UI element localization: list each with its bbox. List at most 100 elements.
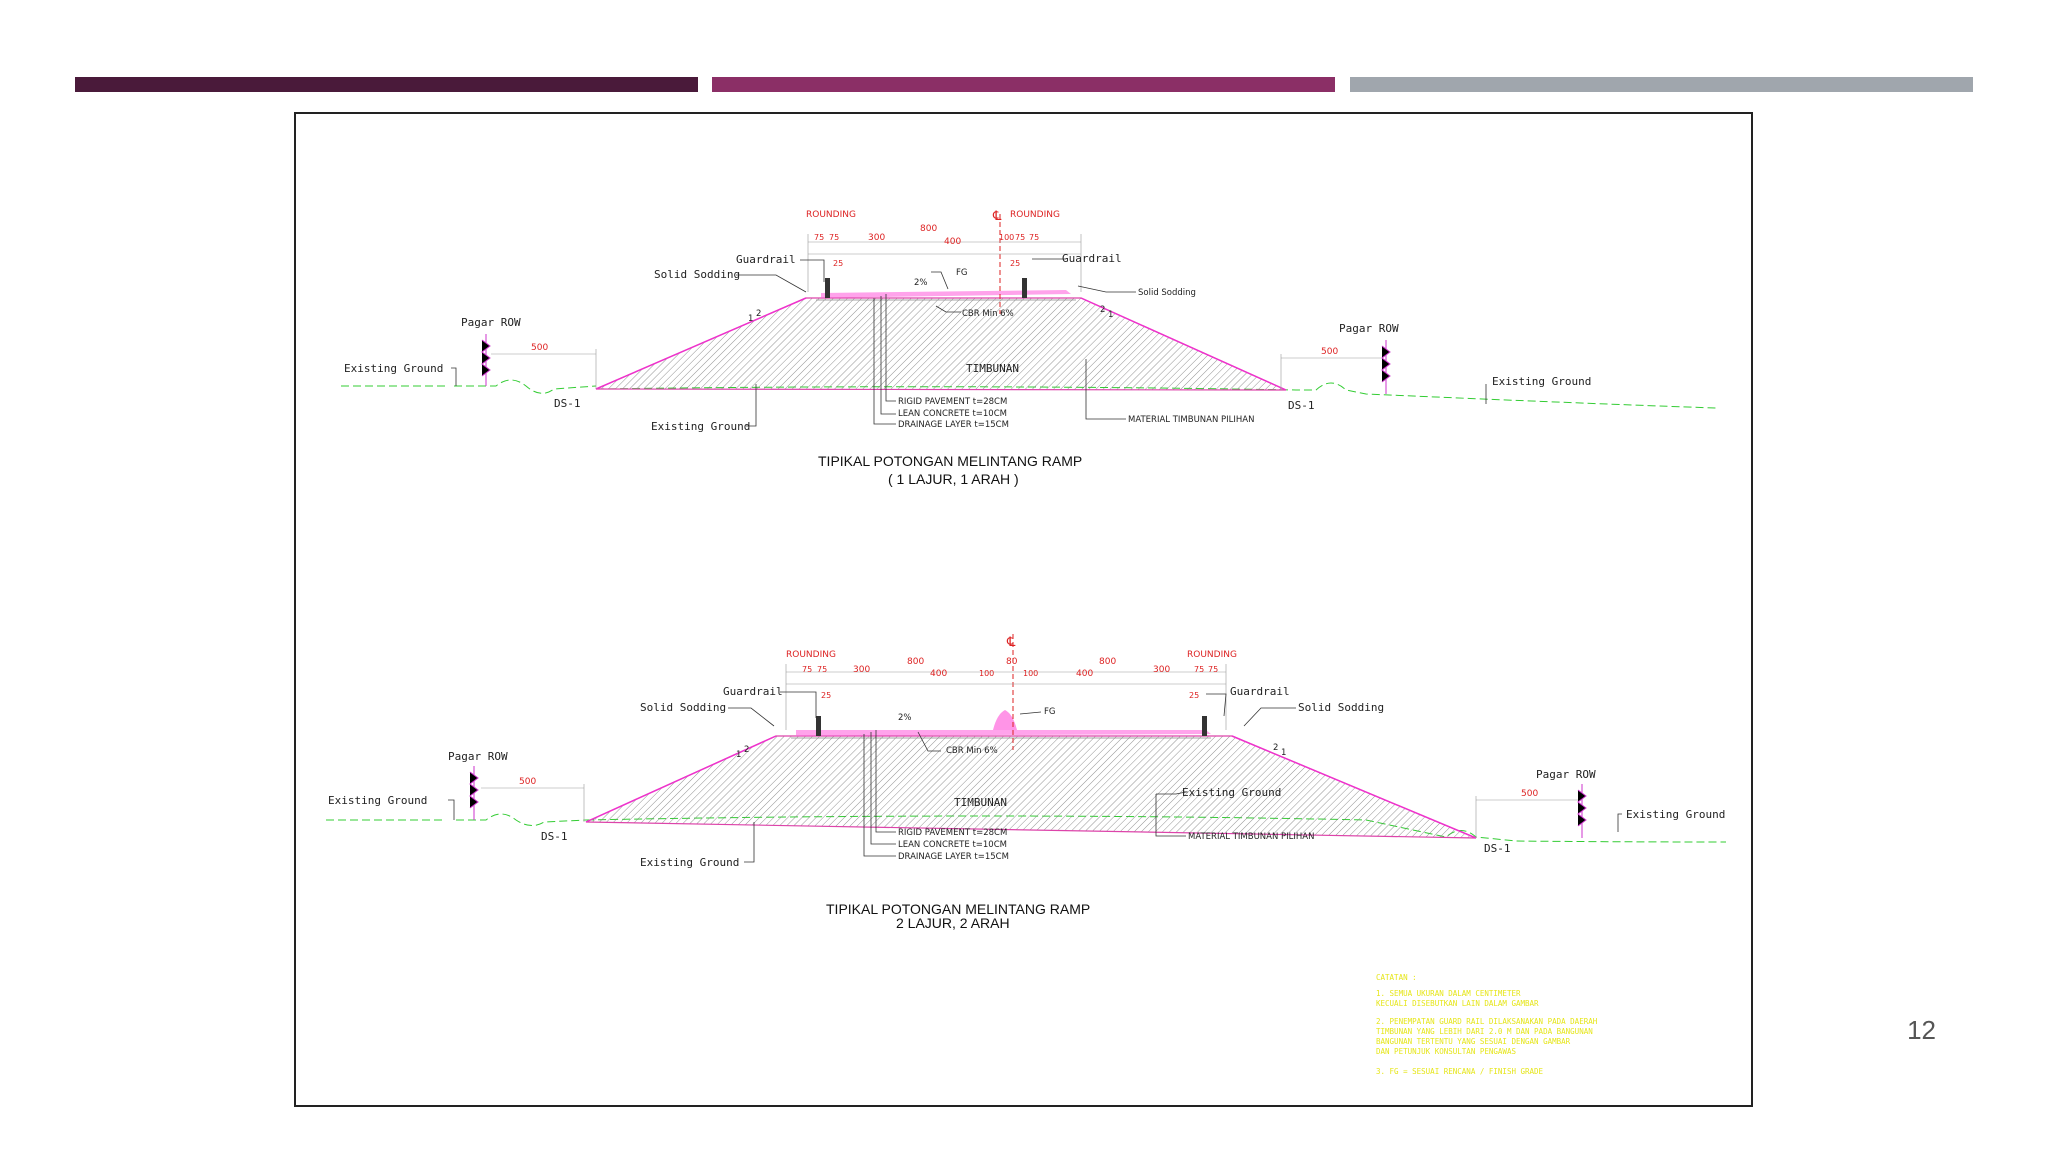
leader-lines (451, 258, 1487, 427)
slope-2pct: 2% (914, 278, 928, 288)
rounding-label-left: ROUNDING (806, 210, 856, 220)
ds1-label-left: DS-1 (541, 830, 568, 843)
dim-300-left: 300 (853, 665, 870, 675)
existing-ground-label-bottom: Existing Ground (651, 420, 750, 433)
ds1-label-right: DS-1 (1288, 399, 1315, 412)
pavement-layers (796, 730, 1211, 736)
rounding-label-right: ROUNDING (1010, 210, 1060, 220)
accent-bar-dark (75, 77, 698, 92)
ds1-label-left: DS-1 (554, 397, 581, 410)
rounding-label-left: ROUNDING (786, 650, 836, 660)
dim-75c: 75 (1194, 665, 1204, 674)
pagar-row-label-left: Pagar ROW (448, 750, 508, 763)
bottom-section-title-line1: TIPIKAL POTONGAN MELINTANG RAMP (826, 901, 1090, 917)
cross-section-drawing: ROUNDING ROUNDING ℄ 800 300 400 75 75 10… (326, 209, 1727, 1076)
dim-400: 400 (944, 237, 961, 247)
pagar-row-fence-left (481, 334, 491, 386)
fg-label: FG (956, 268, 967, 278)
right-slope (1080, 297, 1287, 391)
top-cross-section: ROUNDING ROUNDING ℄ 800 300 400 75 75 10… (341, 209, 1717, 487)
notes-line6: DAN PETUNJUK KONSULTAN PENGAWAS (1376, 1047, 1516, 1056)
dim-75b: 75 (829, 233, 839, 242)
dim-75a: 75 (814, 233, 824, 242)
solid-sodding-label-right: Solid Sodding (1298, 701, 1384, 714)
median-barrier (993, 710, 1017, 730)
ground-line-left (341, 379, 597, 394)
notes-heading: CATATAN : (1376, 973, 1417, 982)
pagar-row-fence-right (1381, 340, 1391, 394)
existing-ground-label-bottom: Existing Ground (640, 856, 739, 869)
bottom-cross-section: ROUNDING ROUNDING ℄ 80 800 800 300 300 4… (326, 634, 1727, 931)
existing-ground-label-left: Existing Ground (344, 362, 443, 375)
slope-ratio-right-v: 2 (1100, 305, 1105, 315)
rounding-label-right: ROUNDING (1187, 650, 1237, 660)
existing-ground-label-right: Existing Ground (1492, 375, 1591, 388)
ground-line-left (326, 813, 587, 826)
rigid-pavement-label: RIGID PAVEMENT t=28CM (898, 397, 1007, 407)
dim-100: 100 (999, 233, 1014, 242)
cbr-label: CBR Min 6% (946, 746, 998, 756)
slope-ratio-left-h: 1 (736, 750, 741, 760)
dim-25-right: 25 (1010, 259, 1020, 268)
dim-800-right: 800 (1099, 657, 1116, 667)
dim-500-right: 500 (1321, 347, 1338, 357)
slope-ratio-left-h: 1 (748, 314, 753, 324)
accent-bar-gray (1350, 77, 1973, 92)
fg-label: FG (1044, 707, 1055, 717)
guardrail-label-right: Guardrail (1062, 252, 1122, 265)
solid-sodding-label-left: Solid Sodding (640, 701, 726, 714)
solid-sodding-label-right: Solid Sodding (1138, 288, 1196, 298)
notes-line2: KECUALI DISEBUTKAN LAIN DALAM GAMBAR (1376, 999, 1539, 1008)
notes-line1: 1. SEMUA UKURAN DALAM CENTIMETER (1376, 989, 1521, 998)
guardrail-label-right: Guardrail (1230, 685, 1290, 698)
centerline-symbol: ℄ (992, 209, 1002, 224)
dim-400-right: 400 (1076, 669, 1093, 679)
guardrail-label-left: Guardrail (723, 685, 783, 698)
notes-block: CATATAN : 1. SEMUA UKURAN DALAM CENTIMET… (1376, 973, 1598, 1076)
dim-25-right: 25 (1189, 691, 1199, 700)
existing-ground-label-inner: Existing Ground (1182, 786, 1281, 799)
pagar-row-label-right: Pagar ROW (1536, 768, 1596, 781)
dim-100-right: 100 (1023, 669, 1038, 678)
dim-75b: 75 (817, 665, 827, 674)
slope-ratio-right-h: 1 (1281, 748, 1286, 758)
drainage-layer-label: DRAINAGE LAYER t=15CM (898, 852, 1009, 862)
dim-400-left: 400 (930, 669, 947, 679)
left-slope (595, 297, 807, 390)
dim-75d: 75 (1208, 665, 1218, 674)
drainage-layer-label: DRAINAGE LAYER t=15CM (898, 420, 1009, 430)
guardrail-post-left (816, 716, 821, 736)
embankment-fill (585, 735, 1477, 839)
slope-ratio-left-v: 2 (744, 745, 749, 755)
dim-25-left: 25 (821, 691, 831, 700)
dim-75d: 75 (1029, 233, 1039, 242)
dimension-lines (491, 234, 1381, 390)
rigid-pavement-label: RIGID PAVEMENT t=28CM (898, 828, 1007, 838)
dim-75c: 75 (1015, 233, 1025, 242)
dim-300: 300 (868, 233, 885, 243)
left-slope (585, 735, 777, 823)
dim-100-left: 100 (979, 669, 994, 678)
timbunan-label: TIMBUNAN (966, 362, 1019, 375)
dim-80: 80 (1006, 657, 1018, 667)
drawing-frame: ROUNDING ROUNDING ℄ 800 300 400 75 75 10… (294, 112, 1753, 1107)
dim-500-left: 500 (519, 777, 536, 787)
top-section-title-line1: TIPIKAL POTONGAN MELINTANG RAMP (818, 453, 1082, 469)
pagar-row-fence-right (1577, 784, 1587, 838)
ds1-label-right: DS-1 (1484, 842, 1511, 855)
page-number: 12 (1907, 1015, 1936, 1045)
lean-concrete-label: LEAN CONCRETE t=10CM (898, 840, 1007, 850)
notes-line7: 3. FG = SESUAI RENCANA / FINISH GRADE (1376, 1067, 1544, 1076)
dim-800: 800 (920, 224, 937, 234)
timbunan-label: TIMBUNAN (954, 796, 1007, 809)
pagar-row-label-right: Pagar ROW (1339, 322, 1399, 335)
lean-concrete-label: LEAN CONCRETE t=10CM (898, 409, 1007, 419)
slope-2pct: 2% (898, 713, 912, 723)
pavement-layers (821, 290, 1071, 298)
top-section-title-line2: ( 1 LAJUR, 1 ARAH ) (888, 471, 1019, 487)
solid-sodding-label-left: Solid Sodding (654, 268, 740, 281)
pagar-row-label-left: Pagar ROW (461, 316, 521, 329)
notes-line4: TIMBUNAN YANG LEBIH DARI 2.0 M DAN PADA … (1376, 1027, 1593, 1036)
slope-ratio-right-v: 2 (1273, 743, 1278, 753)
dim-25-left: 25 (833, 259, 843, 268)
